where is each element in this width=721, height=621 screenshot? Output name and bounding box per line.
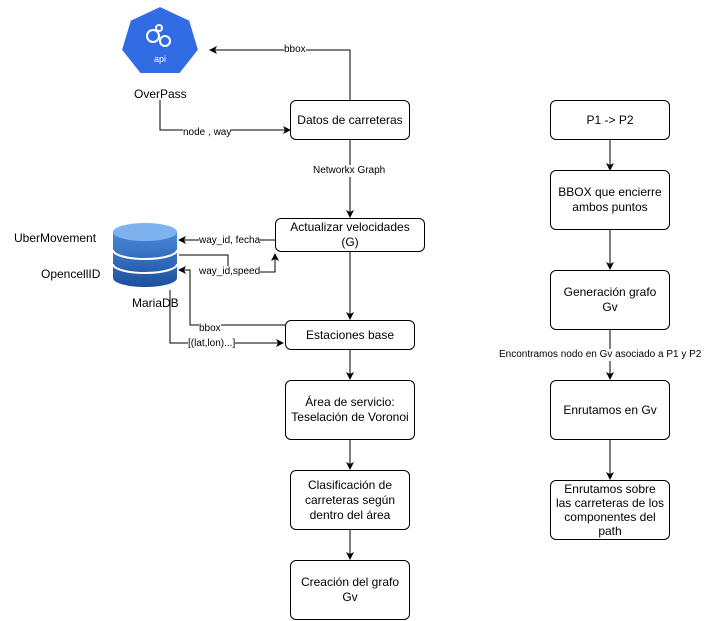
edge-label-bbox-mid: bbox — [199, 323, 221, 335]
edge-label-node-way: node , way — [183, 127, 232, 139]
node-actualizar-velocidades: Actualizar velocidades (G) — [275, 218, 425, 252]
edge-bbox-mid — [178, 266, 285, 326]
node-estaciones-base: Estaciones base — [285, 320, 415, 350]
node-enrutamos-gv: Enrutamos en Gv — [550, 380, 670, 440]
mariadb-label: MariaDB — [132, 296, 179, 310]
database-icon — [112, 223, 178, 287]
gear-icon — [146, 24, 171, 47]
api-icon-text: api — [154, 54, 166, 64]
node-area-servicio: Área de servicio: Teselación de Voronoi — [285, 380, 415, 440]
node-p1-p2: P1 -> P2 — [550, 100, 670, 140]
edge-node-way — [159, 100, 291, 134]
node-creacion-grafo: Creación del grafo Gv — [290, 560, 410, 620]
node-bbox-puntos: BBOX que encierre ambos puntos — [550, 170, 670, 230]
edge-label-encontramos: Encontramos nodo en Gv asociado a P1 y P… — [499, 349, 702, 361]
edge-label-wayid-speed: way_id,speed — [199, 266, 261, 278]
ubermovement-label: UberMovement — [14, 231, 97, 245]
opencellid-label: OpencellID — [41, 267, 101, 281]
edge-label-bbox-top: bbox — [284, 44, 306, 56]
edge-bbox-top — [209, 46, 351, 100]
node-datos-carreteras: Datos de carreteras — [290, 100, 410, 140]
edge-label-networkx: Networkx Graph — [313, 165, 386, 177]
edge-latlon — [169, 290, 284, 347]
edge-label-wayid-fecha: way_id, fecha — [199, 235, 261, 247]
node-clasificacion: Clasificación de carreteras según dentro… — [290, 470, 410, 530]
overpass-label: OverPass — [134, 87, 187, 101]
node-enrutamos-sobre: Enrutamos sobre las carreteras de los co… — [550, 480, 670, 540]
node-generacion-grafo: Generación grafo Gv — [550, 270, 670, 330]
edge-label-latlon: [(lat,lon)...] — [188, 338, 236, 350]
kubernetes-api-icon: api — [119, 4, 201, 75]
